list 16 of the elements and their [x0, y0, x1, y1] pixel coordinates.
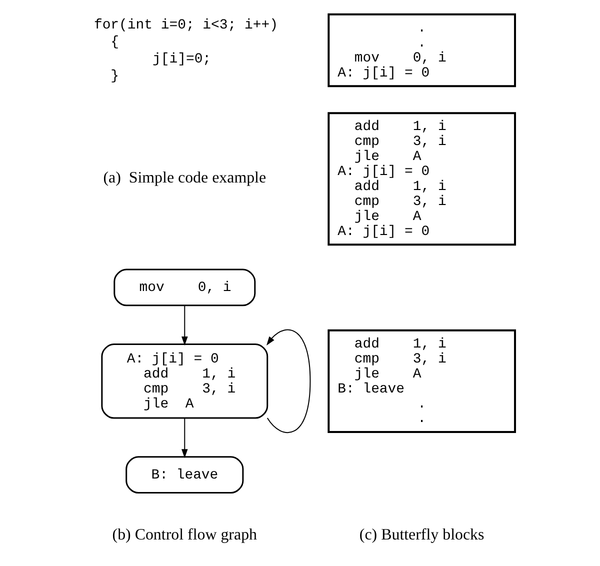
arrow [182, 305, 188, 346]
arrow [266, 329, 311, 433]
node-box: add 1, i cmp 3, i jle A B: leave . . [328, 329, 516, 433]
label: for(int i=0; i<3; i++) [94, 18, 278, 34]
node-box: . . mov 0, i A: j[i] = 0 [328, 13, 516, 88]
label: (b) Control flow graph [112, 526, 258, 544]
label: (a) Simple code example [103, 170, 266, 187]
label: { [110, 34, 120, 51]
label: j[i]=0; [152, 51, 212, 68]
node-box: A: j[i] = 0 add 1, i cmp 3, i jle A [101, 344, 268, 419]
node-box: B: leave [126, 456, 244, 494]
label: (c) Butterfly blocks [359, 526, 484, 544]
node-box: mov 0, i [114, 268, 256, 306]
node-box: add 1, i cmp 3, i jle A A: j[i] = 0 add 1, i cmp 3, i jle A A: j[i] = 0 [328, 112, 516, 246]
arrow [182, 418, 188, 458]
label: } [110, 68, 120, 84]
